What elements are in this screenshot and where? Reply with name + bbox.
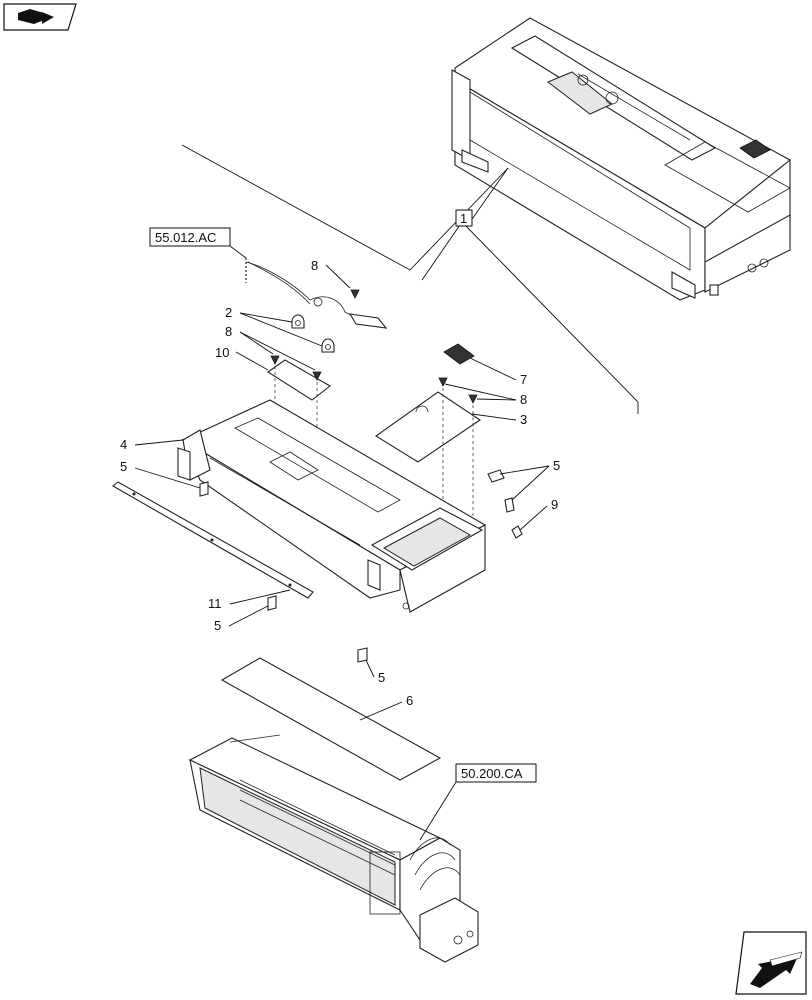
callout-10: 10 — [215, 345, 229, 360]
callout-7: 7 — [520, 372, 527, 387]
evaporator-core — [188, 734, 479, 963]
callout-5-right: 5 — [553, 458, 560, 473]
housing-4 — [177, 399, 487, 613]
callout-5-pad: 5 — [378, 670, 385, 685]
callout-1: 1 — [455, 209, 473, 227]
filter-pad-6 — [220, 657, 442, 781]
reference-55-012-AC-text: 55.012.AC — [155, 230, 216, 245]
callout-11: 11 — [208, 596, 222, 611]
callout-5-left: 5 — [120, 459, 127, 474]
plate-3 — [375, 391, 481, 463]
reference-55-012-AC[interactable]: 55.012.AC — [149, 227, 247, 259]
callout-5-lower: 5 — [214, 618, 221, 633]
clip-9 — [511, 525, 523, 539]
screws-8-right — [438, 377, 478, 404]
strip-11 — [112, 481, 314, 599]
clip-5-d — [267, 595, 277, 611]
callout-6: 6 — [406, 693, 413, 708]
callout-4: 4 — [120, 437, 127, 452]
callout-8-right: 8 — [520, 392, 527, 407]
callout-8-top: 8 — [311, 258, 318, 273]
cover-plate-10 — [267, 355, 331, 401]
grommets-2 — [291, 314, 335, 353]
label-7 — [443, 343, 475, 365]
callout-1-text: 1 — [460, 211, 467, 226]
callout-3: 3 — [520, 412, 527, 427]
complete-unit-assembly — [451, 17, 791, 301]
callout-9: 9 — [551, 497, 558, 512]
clip-5-a — [199, 481, 209, 497]
clip-5-c — [504, 497, 515, 513]
navigation-arrow-icon[interactable] — [735, 931, 807, 995]
reference-50-200-CA[interactable]: 50.200.CA — [419, 763, 537, 841]
callout-8-middle: 8 — [225, 324, 232, 339]
callout-2: 2 — [225, 305, 232, 320]
screw-8-top — [350, 289, 360, 299]
clip-5-e — [357, 647, 368, 663]
wiring-harness — [245, 258, 388, 329]
clip-5-b — [487, 469, 505, 483]
assembly-view-icon[interactable] — [3, 3, 77, 31]
reference-50-200-CA-text: 50.200.CA — [461, 766, 523, 781]
